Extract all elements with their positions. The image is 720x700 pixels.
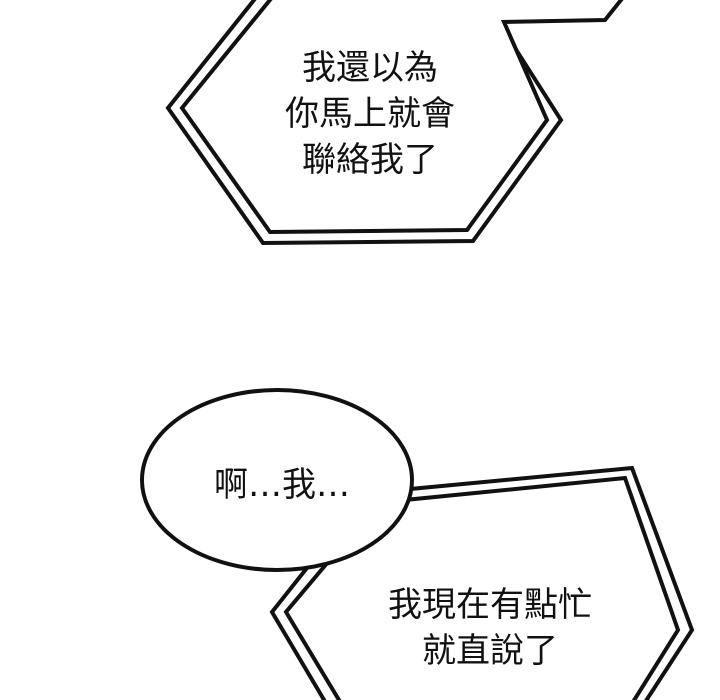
text-line: 我還以為 (302, 48, 438, 88)
bubble-text-3: 我現在有點忙 就直說了 (370, 582, 610, 674)
bubble-text-1: 我還以為 你馬上就會 聯絡我了 (270, 45, 470, 183)
text-line: 聯絡我了 (302, 140, 438, 180)
text-line: 就直說了 (422, 631, 558, 671)
text-line: 我現在有點忙 (388, 585, 592, 625)
bubble-text-2: 啊…我… (187, 462, 377, 508)
text-line: 你馬上就會 (285, 94, 455, 134)
speech-bubble-top (165, 0, 624, 246)
speech-bubble-oval (140, 388, 414, 572)
text-line: 啊…我… (214, 465, 350, 505)
